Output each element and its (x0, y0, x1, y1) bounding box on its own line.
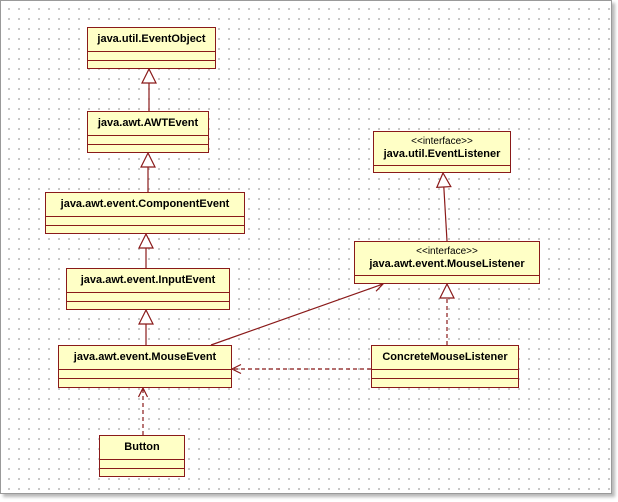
attributes-section (67, 293, 229, 301)
generalization-input-to-component-head (138, 232, 154, 249)
class-name: Button (124, 441, 160, 453)
class-box-input-event[interactable]: java.awt.event.InputEvent (66, 268, 230, 310)
class-box-mouse-event[interactable]: java.awt.event.MouseEvent (58, 345, 232, 388)
class-box-component-event[interactable]: java.awt.event.ComponentEvent (45, 192, 245, 234)
generalization-mouselistener-to-eventlistener-head (435, 171, 452, 189)
class-name: java.awt.event.MouseEvent (73, 351, 217, 363)
class-box-event-object[interactable]: java.util.EventObject (87, 27, 216, 69)
operations-section (372, 378, 518, 386)
class-name: java.awt.event.MouseListener (369, 258, 525, 270)
class-header: <<interface>> java.util.EventListener (374, 132, 510, 166)
stereotype-label: <<interface>> (411, 136, 473, 147)
connectors-layer (137, 67, 455, 435)
class-name: java.util.EventObject (97, 33, 206, 45)
class-header: <<interface>> java.awt.event.MouseListen… (355, 242, 539, 276)
operations-section (59, 378, 231, 386)
class-header: ConcreteMouseListener (372, 346, 518, 370)
class-box-button[interactable]: Button (99, 435, 185, 477)
generalization-awt-to-eventobject-head (141, 67, 157, 84)
operations-section (88, 60, 215, 68)
interface-box-mouse-listener[interactable]: <<interface>> java.awt.event.MouseListen… (354, 241, 540, 284)
dependency-concrete-to-mouseevent-head (230, 363, 242, 375)
generalization-mouse-to-input-head (138, 308, 154, 325)
attributes-section (372, 370, 518, 378)
dependency-button-to-mouseevent-head (137, 386, 149, 398)
attributes-section (100, 460, 184, 468)
class-box-concrete-mouse-listener[interactable]: ConcreteMouseListener (371, 345, 519, 388)
stereotype-label: <<interface>> (416, 246, 478, 257)
association-mouseevent-to-mouselistener-line (210, 283, 384, 346)
attributes-section (88, 136, 208, 144)
class-header: java.awt.AWTEvent (88, 112, 208, 136)
attributes-section (59, 370, 231, 378)
class-header: Button (100, 436, 184, 460)
operations-section (67, 301, 229, 309)
generalization-mouselistener-to-eventlistener-line (443, 186, 448, 242)
operations-section (100, 468, 184, 476)
generalization-component-to-awt-head (140, 151, 156, 168)
class-header: java.util.EventObject (88, 28, 215, 52)
class-name: java.util.EventListener (383, 148, 501, 160)
attributes-section (88, 52, 215, 60)
class-name: java.awt.event.ComponentEvent (60, 198, 230, 210)
attributes-section (46, 217, 244, 225)
class-header: java.awt.event.ComponentEvent (46, 193, 244, 217)
class-header: java.awt.event.InputEvent (67, 269, 229, 293)
diagram-canvas: java.util.EventObject java.awt.AWTEvent … (0, 0, 612, 494)
class-box-awt-event[interactable]: java.awt.AWTEvent (87, 111, 209, 153)
realization-concrete-to-mouselistener-head (439, 282, 455, 299)
interface-box-event-listener[interactable]: <<interface>> java.util.EventListener (373, 131, 511, 173)
operations-section (46, 225, 244, 233)
operations-section (88, 144, 208, 152)
class-name: java.awt.AWTEvent (97, 117, 199, 129)
class-name: java.awt.event.InputEvent (80, 274, 216, 286)
class-name: ConcreteMouseListener (382, 351, 508, 363)
class-header: java.awt.event.MouseEvent (59, 346, 231, 370)
